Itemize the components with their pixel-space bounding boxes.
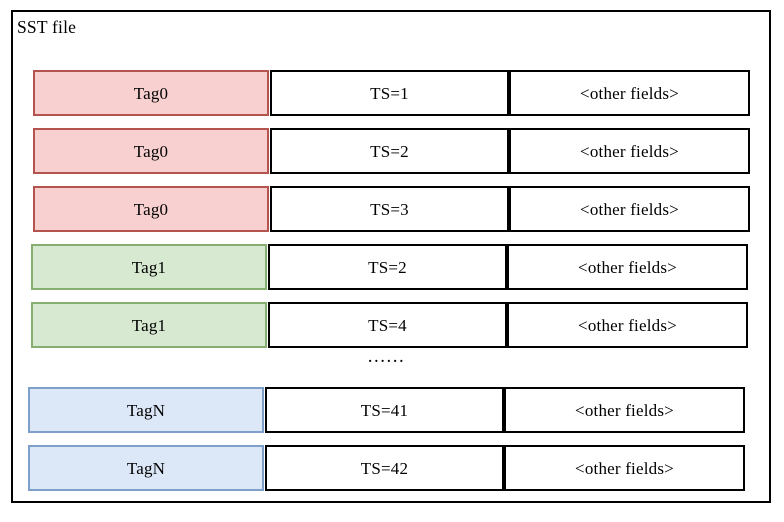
record-timestamp-cell: TS=3: [270, 186, 509, 232]
record-timestamp-cell: TS=2: [270, 128, 509, 174]
record-tag-cell: Tag0: [33, 128, 269, 174]
record-tag-cell: Tag1: [31, 302, 267, 348]
rows-ellipsis: ......: [367, 345, 406, 367]
record-timestamp-cell: TS=2: [268, 244, 507, 290]
record-other-fields-cell: <other fields>: [509, 186, 750, 232]
record-tag-cell: Tag0: [33, 70, 269, 116]
record-other-fields-cell: <other fields>: [504, 387, 745, 434]
record-other-fields-cell: <other fields>: [509, 70, 750, 116]
record-timestamp-cell: TS=42: [265, 445, 504, 492]
record-timestamp-cell: TS=4: [268, 302, 507, 348]
sst-file-title: SST file: [17, 17, 77, 37]
record-other-fields-cell: <other fields>: [509, 128, 750, 174]
record-other-fields-cell: <other fields>: [507, 244, 748, 290]
record-tag-cell: TagN: [28, 445, 264, 492]
record-tag-cell: Tag0: [33, 186, 269, 232]
record-tag-cell: Tag1: [31, 244, 267, 290]
record-other-fields-cell: <other fields>: [504, 445, 745, 492]
record-other-fields-cell: <other fields>: [507, 302, 748, 348]
record-timestamp-cell: TS=41: [265, 387, 504, 434]
record-tag-cell: TagN: [28, 387, 264, 434]
record-timestamp-cell: TS=1: [270, 70, 509, 116]
